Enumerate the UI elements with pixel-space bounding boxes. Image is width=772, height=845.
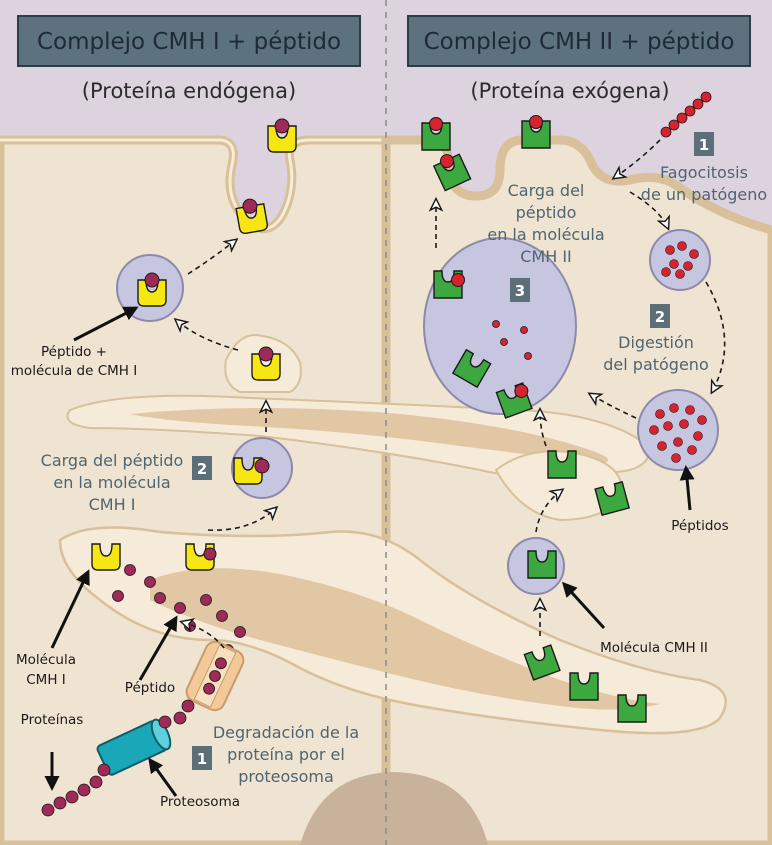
step2-left-label-2: en la molécula: [53, 473, 170, 492]
step1-left-label-1: Degradación de la: [213, 723, 359, 742]
mhc2-surface-1: [421, 117, 451, 151]
right-panel-subtitle: (Proteína exógena): [470, 79, 669, 103]
step2-right-badge: 2: [650, 304, 670, 328]
mhc1-golgi: [251, 346, 281, 381]
mhc1-membrane: [235, 198, 269, 235]
left-panel-subtitle: (Proteína endógena): [82, 79, 296, 103]
label-proteins: Proteínas: [21, 712, 84, 728]
step2-left-badge: 2: [192, 456, 212, 480]
step3-right-label-3: en la molécula: [487, 225, 604, 244]
right-panel-title: Complejo CMH II + péptido: [424, 29, 735, 55]
svg-text:2: 2: [655, 308, 665, 326]
svg-text:3: 3: [515, 282, 525, 300]
step3-right-label-4: CMH II: [520, 247, 572, 266]
step1-right-label-1: Fagocitosis: [660, 163, 748, 182]
mhc2-surface-3: [433, 153, 472, 192]
vesicle-mhc1: [116, 254, 184, 322]
pathogen-in-phagosome: [661, 241, 699, 279]
step3-right-label-1: Carga del: [508, 181, 585, 200]
step2-right-label-1: Digestión: [618, 333, 694, 352]
right-flow-arrows: [436, 139, 726, 636]
step1-left-label-3: proteosoma: [238, 767, 334, 786]
step2-left-label-1: Carga del péptido: [41, 451, 184, 470]
peptides-digestion: [649, 403, 707, 463]
pathogen-chain: [660, 91, 712, 138]
tap-transporter: [185, 640, 245, 712]
left-banner: Complejo CMH I + péptido: [17, 15, 361, 67]
mhc1-er-2: [185, 543, 217, 571]
label-peptide-complex-1: Péptido +: [41, 344, 107, 360]
nucleus: [300, 772, 488, 845]
mhc2-vesicle-1: [433, 270, 465, 299]
label-peptides: Péptidos: [671, 518, 728, 534]
phagosome: [649, 229, 711, 291]
golgi-budding: [224, 334, 302, 393]
peptides-vesicle3: [492, 320, 532, 360]
mhc2-vesicle-3: [495, 382, 533, 419]
left-panel-title: Complejo CMH I + péptido: [37, 29, 341, 55]
label-proteasome: Proteosoma: [160, 794, 240, 810]
proteasome: [96, 718, 172, 776]
svg-text:1: 1: [197, 750, 207, 768]
step3-right-label-2: péptido: [516, 203, 577, 222]
mhc1-vesicle: [137, 272, 167, 307]
label-molecule-mhc1-2: CMH I: [26, 672, 66, 688]
svg-text:1: 1: [699, 136, 709, 154]
label-molecule-mhc1-1: Molécula: [16, 652, 76, 668]
step1-left-label-2: proteína por el: [227, 745, 345, 764]
step1-left-badge: 1: [192, 746, 212, 770]
mhc1-vesicle2: [233, 457, 270, 485]
left-flow-arrows: [176, 240, 276, 649]
step2-right-label-2: del patógeno: [603, 355, 708, 374]
protein-chain: [41, 699, 195, 817]
step1-right-badge: 1: [694, 132, 714, 156]
right-pointer-arrows: [561, 465, 695, 630]
step3-right-badge: 3: [510, 278, 530, 302]
left-pointer-arrows: [44, 306, 178, 797]
step2-left-label-3: CMH I: [89, 495, 136, 514]
mhc2-surface-2: [521, 115, 551, 149]
right-banner: Complejo CMH II + péptido: [407, 15, 751, 67]
step1-right-label-2: de un patógeno: [641, 185, 767, 204]
golgi-lumen: [130, 408, 608, 464]
label-peptide: Péptido: [125, 680, 175, 696]
label-molecule-mhc2: Molécula CMH II: [600, 640, 708, 656]
svg-text:2: 2: [197, 460, 207, 478]
mhc1-surface: [267, 118, 297, 153]
label-peptide-complex-2: molécula de CMH I: [11, 363, 137, 379]
